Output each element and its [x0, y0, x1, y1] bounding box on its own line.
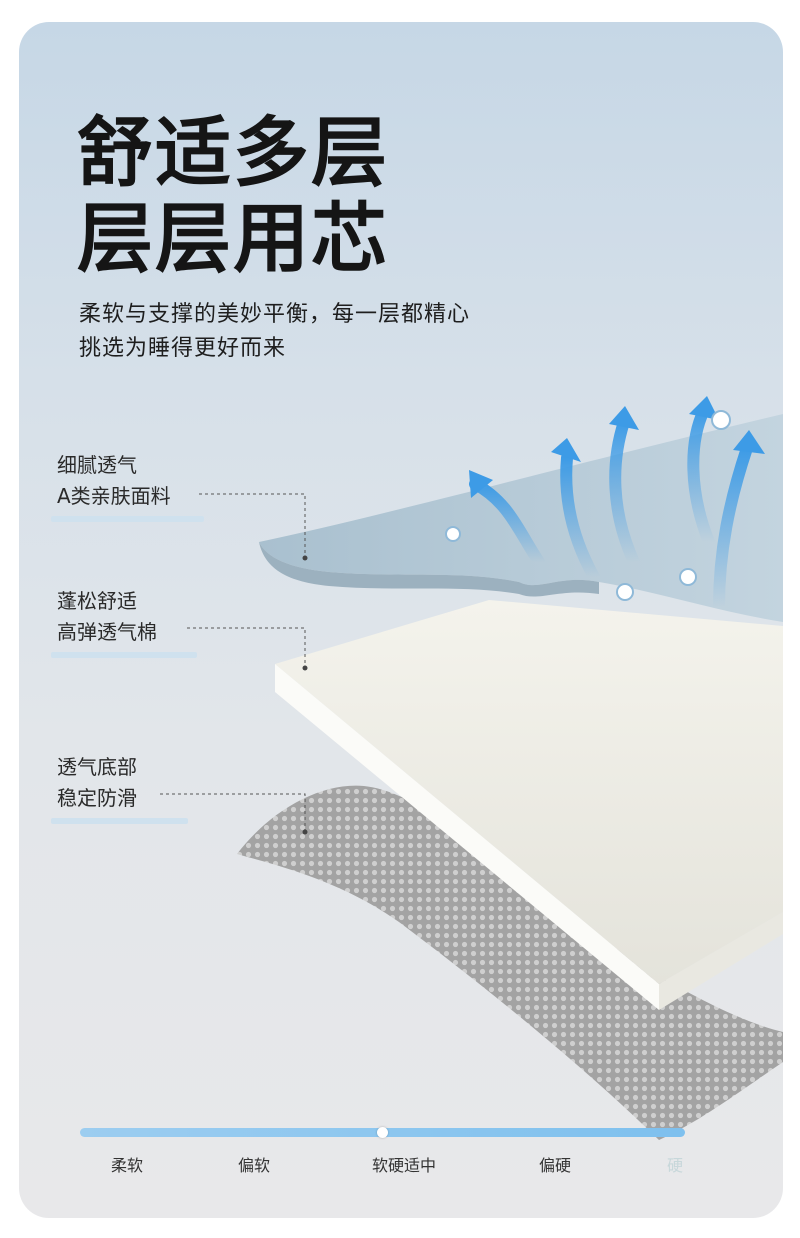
layer-label-line2: A类亲肤面料: [57, 484, 171, 508]
scale-label-slightly-firm: 偏硬: [539, 1156, 572, 1175]
arrow-heads: [469, 396, 765, 498]
subtitle-line1: 柔软与支撑的美妙平衡，每一层都精心: [79, 302, 471, 327]
leader-lines: [160, 493, 306, 832]
middle-foam-layer: [275, 600, 783, 1010]
label-underline: [51, 818, 188, 824]
layer-label-line2: 稳定防滑: [57, 786, 137, 810]
airflow-arrows: [469, 404, 753, 613]
layer-label-base: 透气底部 稳定防滑: [57, 752, 137, 814]
layer-label-line2: 高弹透气棉: [57, 620, 157, 644]
headline-line1: 舒适多层: [77, 108, 389, 197]
layer-illustration: [160, 396, 783, 1140]
headline: 舒适多层 层层用芯: [77, 110, 389, 282]
scale-label-slightly-soft: 偏软: [238, 1156, 271, 1175]
bottom-mesh-layer: [237, 785, 783, 1140]
leader-dots: [302, 555, 308, 835]
layer-label-line1: 蓬松舒适: [57, 589, 137, 613]
product-card: 舒适多层 层层用芯 柔软与支撑的美妙平衡，每一层都精心 挑选为睡得更好而来 细腻…: [19, 22, 783, 1218]
label-underline: [51, 516, 204, 522]
water-droplets: [445, 410, 731, 601]
layer-label-line1: 透气底部: [57, 755, 137, 779]
scale-label-medium: 软硬适中: [372, 1156, 437, 1175]
layer-label-line1: 细腻透气: [57, 453, 137, 477]
label-underline: [51, 652, 197, 658]
scale-label-soft: 柔软: [111, 1156, 144, 1175]
scale-label-firm: 硬: [667, 1156, 684, 1175]
layer-label-fabric: 细腻透气 A类亲肤面料: [57, 450, 171, 512]
subtitle-line2: 挑选为睡得更好而来: [79, 336, 287, 361]
subtitle: 柔软与支撑的美妙平衡，每一层都精心 挑选为睡得更好而来: [79, 298, 599, 366]
top-fabric-layer: [259, 414, 783, 622]
firmness-slider-knob: [377, 1127, 388, 1138]
headline-line2: 层层用芯: [77, 194, 389, 283]
layer-label-foam: 蓬松舒适 高弹透气棉: [57, 586, 157, 648]
